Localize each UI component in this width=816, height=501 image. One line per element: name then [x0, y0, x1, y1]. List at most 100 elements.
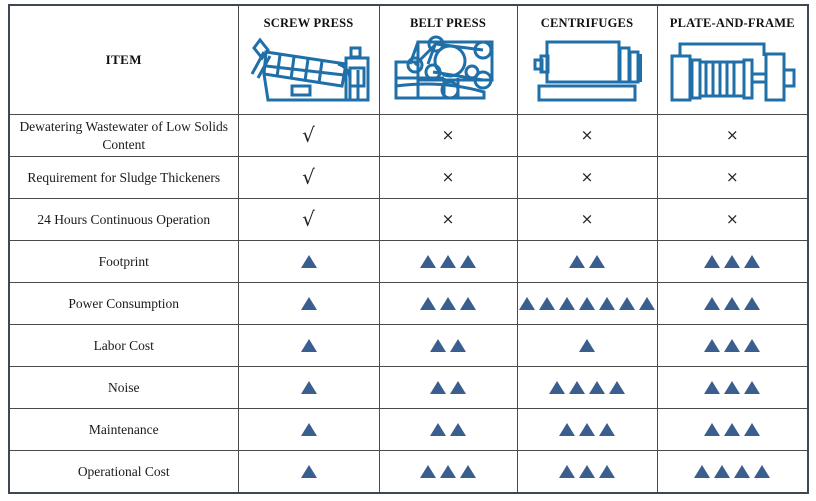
- triangle-icon: [579, 297, 595, 311]
- cross-mark-icon: ×: [580, 209, 594, 228]
- rating-triangles: [518, 255, 657, 269]
- triangle-icon: [559, 297, 575, 311]
- rating-triangles: [658, 465, 808, 479]
- triangle-icon: [744, 255, 761, 269]
- cell-belt-press: [378, 324, 518, 368]
- triangle-icon: [450, 381, 466, 395]
- belt-press-label: BELT PRESS: [409, 15, 486, 30]
- triangle-icon: [579, 423, 595, 437]
- triangle-icon: [579, 339, 595, 353]
- cell-centrifuges: ×: [516, 198, 658, 242]
- triangle-icon: [599, 423, 615, 437]
- cross-mark-icon: ×: [441, 209, 455, 228]
- screw-press-icon: [250, 37, 370, 102]
- triangle-icon: [599, 297, 615, 311]
- belt-press-icon: [394, 35, 494, 100]
- triangle-icon: [430, 423, 446, 437]
- rating-triangles: [658, 255, 808, 269]
- cell-screw-press: [237, 240, 380, 284]
- rating-triangles: [239, 255, 379, 269]
- check-mark-icon: √: [302, 206, 315, 231]
- triangle-icon: [559, 465, 575, 479]
- triangle-icon: [539, 297, 555, 311]
- triangle-icon: [300, 297, 317, 311]
- cell-centrifuges: [516, 240, 658, 284]
- cross-mark-icon: ×: [580, 125, 594, 144]
- cell-belt-press: ×: [378, 114, 518, 158]
- triangle-icon: [744, 423, 761, 437]
- cell-plate-and-frame: ×: [656, 198, 809, 242]
- triangle-icon: [569, 255, 585, 269]
- table-row: Noise: [8, 366, 809, 410]
- cell-belt-press: ×: [378, 198, 518, 242]
- triangle-icon: [744, 381, 761, 395]
- rating-triangles: [518, 465, 657, 479]
- triangle-icon: [754, 465, 771, 479]
- rating-triangles: [380, 423, 517, 437]
- cell-plate-and-frame: ×: [656, 156, 809, 200]
- rating-triangles: [239, 381, 379, 395]
- triangle-icon: [559, 423, 575, 437]
- triangle-icon: [724, 255, 741, 269]
- centrifuges-label: CENTRIFUGES: [540, 15, 634, 30]
- table-row: 24 Hours Continuous Operation √ × × ×: [8, 198, 809, 242]
- table-row: Operational Cost: [8, 450, 809, 494]
- cell-belt-press: ×: [378, 156, 518, 200]
- cell-centrifuges: [516, 324, 658, 368]
- comparison-table-container: ITEM SCREW PRESS: [8, 4, 809, 494]
- triangle-icon: [704, 339, 721, 353]
- rating-triangles: [380, 297, 517, 311]
- row-label: Dewatering Wastewater of Low Solids Cont…: [8, 114, 239, 158]
- cross-mark-icon: ×: [580, 167, 594, 186]
- triangle-icon: [704, 297, 721, 311]
- triangle-icon: [420, 297, 436, 311]
- cell-screw-press: [237, 450, 380, 494]
- triangle-icon: [724, 297, 741, 311]
- centrifuge-icon: [533, 40, 642, 102]
- triangle-icon: [734, 465, 751, 479]
- screw-press-label: SCREW PRESS: [263, 15, 354, 30]
- triangle-icon: [579, 465, 595, 479]
- triangle-icon: [300, 339, 317, 353]
- triangle-icon: [549, 381, 565, 395]
- triangle-icon: [430, 381, 446, 395]
- rating-triangles: [658, 297, 808, 311]
- check-mark-icon: √: [302, 164, 315, 189]
- cell-belt-press: [378, 366, 518, 410]
- cell-belt-press: [378, 282, 518, 326]
- triangle-icon: [589, 255, 605, 269]
- cell-plate-and-frame: ×: [656, 114, 809, 158]
- row-label: 24 Hours Continuous Operation: [8, 198, 239, 242]
- triangle-icon: [420, 255, 436, 269]
- triangle-icon: [724, 339, 741, 353]
- cell-centrifuges: [516, 366, 658, 410]
- table-row: Dewatering Wastewater of Low Solids Cont…: [8, 114, 809, 158]
- table-row: Maintenance: [8, 408, 809, 452]
- triangle-icon: [744, 339, 761, 353]
- triangle-icon: [619, 297, 635, 311]
- row-label: Operational Cost: [8, 450, 239, 494]
- triangle-icon: [300, 381, 317, 395]
- cross-mark-icon: ×: [725, 167, 739, 186]
- triangle-icon: [450, 423, 466, 437]
- rating-triangles: [658, 339, 808, 353]
- triangle-icon: [300, 465, 317, 479]
- triangle-icon: [519, 297, 535, 311]
- triangle-icon: [609, 381, 625, 395]
- triangle-icon: [440, 465, 456, 479]
- cell-plate-and-frame: [656, 366, 809, 410]
- column-header-belt-press: BELT PRESS: [378, 4, 518, 116]
- row-label: Footprint: [8, 240, 239, 284]
- cell-screw-press: [237, 408, 380, 452]
- row-label: Labor Cost: [8, 324, 239, 368]
- cell-screw-press: [237, 366, 380, 410]
- table-body: ITEM SCREW PRESS: [8, 4, 809, 494]
- rating-triangles: [380, 255, 517, 269]
- plate-and-frame-icon: [670, 42, 796, 102]
- rating-triangles: [380, 465, 517, 479]
- cross-mark-icon: ×: [441, 167, 455, 186]
- cell-centrifuges: [516, 408, 658, 452]
- cell-centrifuges: ×: [516, 156, 658, 200]
- triangle-icon: [420, 465, 436, 479]
- rating-triangles: [239, 465, 379, 479]
